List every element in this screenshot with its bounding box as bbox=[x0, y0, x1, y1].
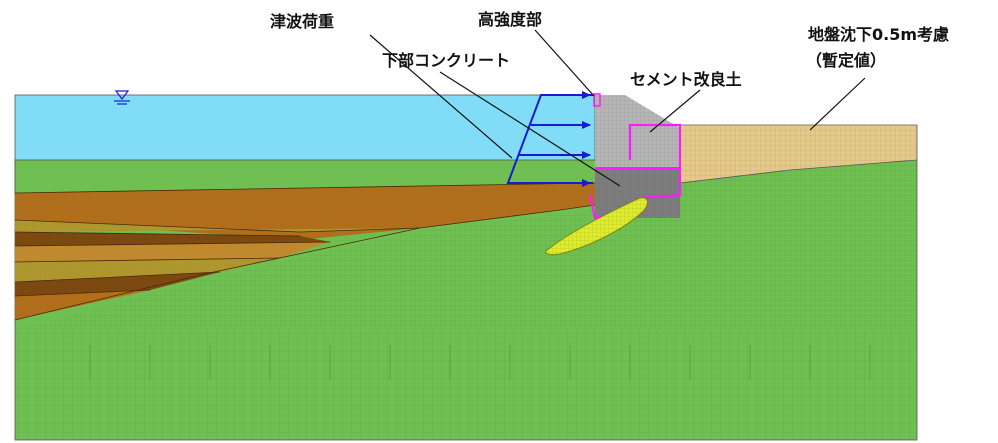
tsunami-load-diagram bbox=[506, 91, 593, 187]
ground-mesh-coarse bbox=[15, 330, 917, 440]
label-lower-concrete: 下部コンクリート bbox=[382, 51, 510, 70]
ground-mesh-fine bbox=[40, 160, 917, 330]
layer-boundaries bbox=[14, 182, 596, 321]
mesh-dividers bbox=[89, 345, 871, 380]
ground-mesh-slope bbox=[15, 200, 640, 330]
label-high-strength: 高強度部 bbox=[478, 10, 542, 29]
label-cement-soil: セメント改良土 bbox=[630, 70, 742, 89]
leader-high-strength bbox=[534, 29, 595, 97]
leader-tsunami-load bbox=[369, 34, 513, 159]
layer-mesh-overlay bbox=[15, 183, 595, 320]
backfill-mesh bbox=[680, 125, 917, 183]
label-subsidence-line1: 地盤沈下0.5m考慮 bbox=[808, 25, 949, 44]
high-strength-marker bbox=[593, 93, 601, 107]
leader-lower-concrete bbox=[439, 71, 621, 187]
yellow-lens-mesh bbox=[545, 197, 648, 255]
leader-cement-soil bbox=[649, 89, 701, 133]
label-subsidence-line2: （暫定値） bbox=[806, 51, 886, 70]
water-level-icon bbox=[114, 90, 130, 105]
leader-subsidence bbox=[809, 77, 866, 131]
label-tsunami-load: 津波荷重 bbox=[270, 12, 334, 31]
wall-upper-mesh bbox=[595, 95, 680, 168]
